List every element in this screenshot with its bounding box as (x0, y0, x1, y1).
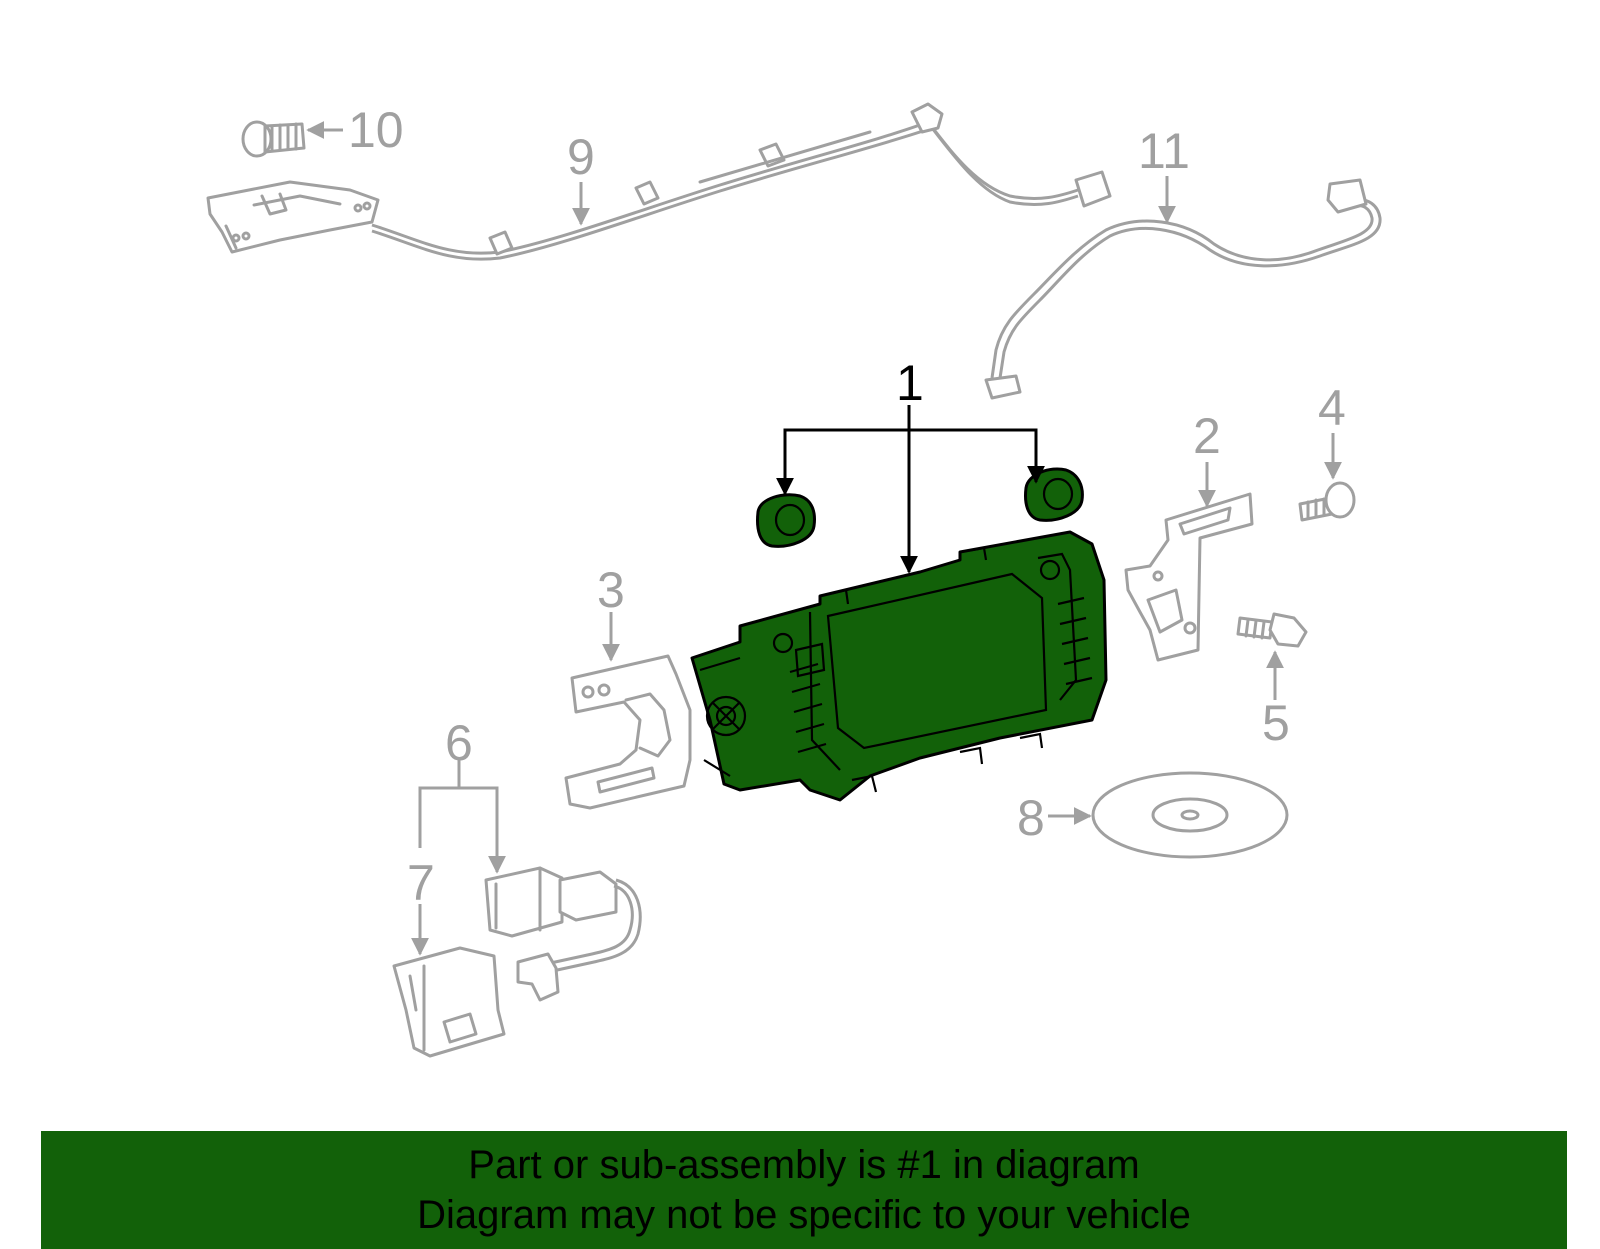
callout-4: 4 (1318, 380, 1346, 436)
callout-2: 2 (1193, 408, 1221, 464)
callout-7: 7 (407, 855, 435, 911)
banner-line-2: Diagram may not be specific to your vehi… (417, 1193, 1191, 1237)
callout-8: 8 (1017, 790, 1045, 846)
part-7-module[interactable] (392, 946, 506, 1058)
info-banner: Part or sub-assembly is #1 in diagram Di… (41, 1131, 1567, 1249)
callout-3: 3 (597, 562, 625, 618)
banner-line-1: Part or sub-assembly is #1 in diagram (468, 1143, 1140, 1187)
part-10-bolt[interactable] (241, 120, 306, 158)
callout-1: 1 (896, 355, 924, 411)
part-4-bolt[interactable] (1298, 481, 1356, 522)
part-1-navigation-unit[interactable] (690, 467, 1108, 802)
callout-6: 6 (445, 715, 473, 771)
part-8-disc[interactable] (1091, 771, 1289, 859)
part-2-right-bracket[interactable] (1124, 492, 1254, 662)
part-6-module[interactable] (484, 866, 642, 1002)
part-3-left-bracket[interactable] (564, 654, 692, 810)
callout-9: 9 (567, 129, 595, 185)
callout-11: 11 (1138, 123, 1190, 179)
part-5-bolt[interactable] (1236, 612, 1308, 648)
callout-10: 10 (348, 102, 404, 158)
part-11-antenna-cable[interactable] (984, 178, 1382, 400)
callout-5: 5 (1262, 695, 1290, 751)
part-9-wire-harness[interactable] (206, 102, 1112, 261)
